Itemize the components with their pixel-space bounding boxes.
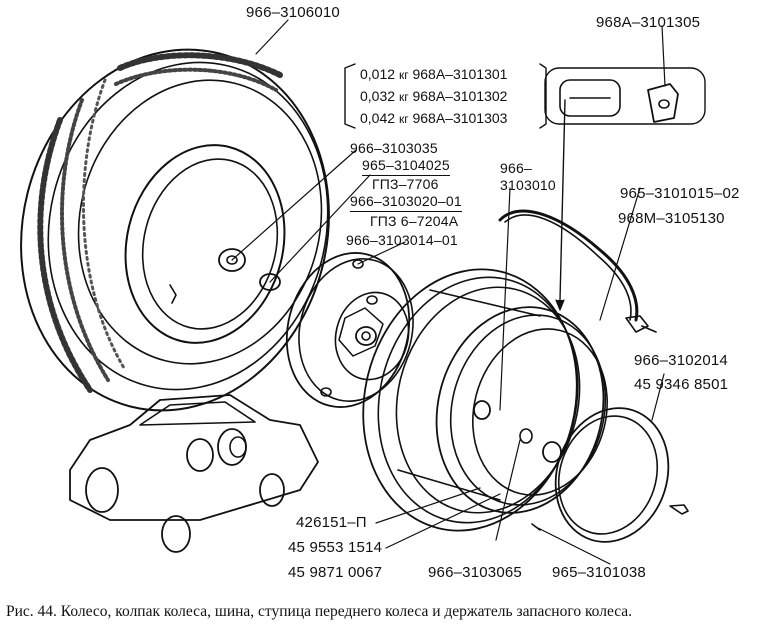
car-sketch [69, 394, 319, 553]
weights-list: 0,012 кг 968А–3101301 0,032 кг 968А–3101… [344, 64, 544, 130]
label-nut: 966–3103010 [500, 160, 556, 193]
label-hub: 966–3103014–01 [346, 232, 458, 248]
label-screw: 965–3101038 [552, 564, 646, 581]
label-hub-group-2: 965–3104025 [362, 156, 450, 176]
leader-lines [231, 19, 666, 565]
label-hub-group-4: 966–3103020–01 [350, 192, 462, 212]
label-bolt-a: 426151–П [296, 514, 367, 531]
wheel-rim [362, 268, 608, 532]
tire [20, 48, 330, 412]
spare-wheel-holder [498, 209, 657, 333]
label-bolt-c: 45 9871 0067 [288, 564, 383, 581]
label-hub-group-5: ГПЗ 6–7204А [370, 213, 459, 229]
hub-cap [531, 407, 689, 543]
label-bolt-b: 45 9553 1514 [288, 539, 383, 556]
weight-row: 0,042 кг 968А–3101303 [360, 110, 508, 126]
weight-row: 0,012 кг 968А–3101301 [360, 66, 508, 82]
label-cap-b: 45 9346 8501 [634, 376, 729, 393]
tire-tread [37, 52, 283, 393]
label-holder-a: 965–3101015–02 [620, 185, 740, 202]
label-tire: 966–3106010 [246, 4, 340, 21]
weights-bracket [344, 63, 547, 129]
hub-assembly [285, 252, 414, 408]
figure-caption: Рис. 44. Колесо, колпак колеса, шина, ст… [6, 603, 633, 620]
label-hub-group-1: 966–3103035 [350, 140, 438, 156]
clip-frame [544, 67, 706, 125]
clip-detail [559, 79, 679, 123]
label-stud: 966–3103065 [428, 564, 522, 581]
label-cap-a: 966–3102014 [634, 352, 728, 369]
label-hub-group-3: ГПЗ–7706 [372, 176, 439, 192]
label-holder-b: 968М–3105130 [618, 210, 725, 227]
label-clip: 968А–3101305 [596, 14, 701, 31]
weight-row: 0,032 кг 968А–3101302 [360, 88, 508, 104]
